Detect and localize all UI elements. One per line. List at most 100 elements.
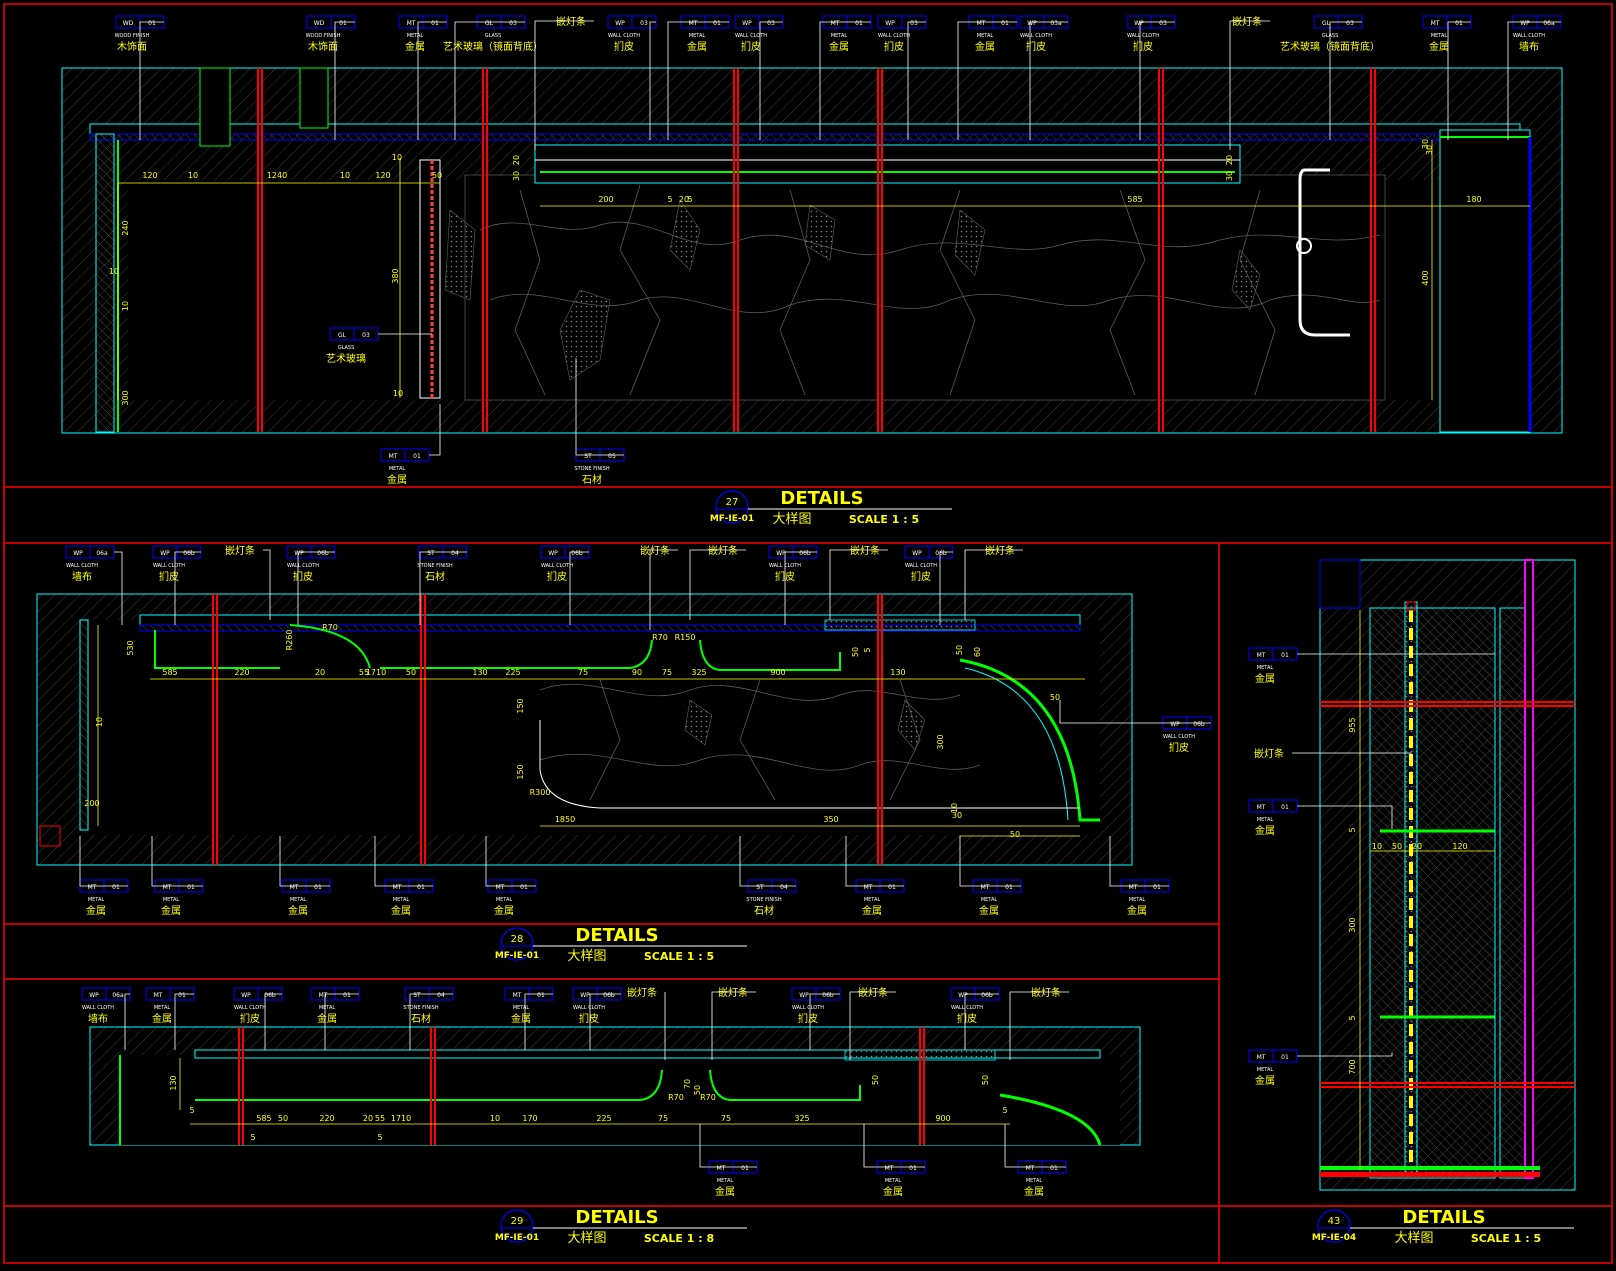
dimension-value: 240 <box>121 220 130 235</box>
tag-code: MT <box>407 20 416 27</box>
dimension-value: 30 <box>1425 145 1434 155</box>
dimension-value: 50 <box>693 1085 702 1095</box>
dimension-value: 5 <box>687 195 692 204</box>
tag-number: 01 <box>1281 804 1289 811</box>
tag-number: 06b <box>981 992 993 999</box>
dimension-value: 50 <box>851 647 860 657</box>
tag-number: 01 <box>431 20 439 27</box>
dimension-value: 50 <box>432 171 442 180</box>
tag-chinese: 扪皮 <box>159 570 179 583</box>
tag-number: 06b <box>571 550 583 557</box>
tag-english: METAL <box>389 466 406 472</box>
tag-english: STONE FINISH <box>403 1005 438 1011</box>
light-strip-label: 嵌灯条 <box>964 544 1023 620</box>
light-strip-label: 嵌灯条 <box>1009 986 1069 1060</box>
tag-number: 03 <box>767 20 775 27</box>
tag-english: METAL <box>864 897 881 903</box>
dimension-value: 75 <box>662 668 672 677</box>
tag-english: STONE FINISH <box>746 897 781 903</box>
detail-number: 27 <box>726 497 739 508</box>
tag-number: 01 <box>1001 20 1009 27</box>
tag-code: MT <box>885 1165 894 1172</box>
tag-number: 06b <box>799 550 811 557</box>
dimension-value: 50 <box>278 1114 288 1123</box>
tag-code: MT <box>1026 1165 1035 1172</box>
light-strip-label: 嵌灯条 <box>1254 747 1412 760</box>
tag-chinese: 金属 <box>391 904 411 917</box>
dimension-value: 700 <box>1348 1059 1357 1074</box>
tag-code: GL <box>1322 20 1331 27</box>
tag-number: 04 <box>437 992 445 999</box>
tag-number: 01 <box>909 1165 917 1172</box>
tag-chinese: 扪皮 <box>293 570 313 583</box>
tag-number: 03 <box>509 20 517 27</box>
tag-code: WD <box>314 20 325 27</box>
dimension-value: 350 <box>823 815 838 824</box>
tag-chinese: 石材 <box>754 904 774 917</box>
tag-code: ST <box>584 453 592 460</box>
tag-number: 06a <box>112 992 124 999</box>
dimension-value: 5 <box>863 647 872 652</box>
sheet-frame <box>3 3 1613 1264</box>
tag-chinese: 扪皮 <box>1026 40 1046 53</box>
dimension-value: 1240 <box>267 171 287 180</box>
tag-english: WALL CLOTH <box>573 1005 605 1011</box>
tag-number: 01 <box>741 1165 749 1172</box>
tag-number: 01 <box>1005 884 1013 891</box>
tag-number: 01 <box>343 992 351 999</box>
tag-english: WALL CLOTH <box>951 1005 983 1011</box>
tag-chinese: 扪皮 <box>240 1012 260 1025</box>
tag-code: MT <box>154 992 163 999</box>
light-strip-label: 嵌灯条 <box>627 986 666 1060</box>
dimension-value: 150 <box>516 698 525 713</box>
tag-chinese: 艺术玻璃（镜面背底） <box>443 40 543 53</box>
tag-english: GLASS <box>485 33 502 39</box>
light-strip-label: 嵌灯条 <box>858 986 888 999</box>
tag-english: WOOD FINISH <box>306 33 341 39</box>
light-strip-label: 嵌灯条 <box>718 986 748 999</box>
dimension-value: 900 <box>935 1114 950 1123</box>
dimension-value: 225 <box>505 668 520 677</box>
dimension-value: 50 <box>406 668 416 677</box>
tag-english: WALL CLOTH <box>66 563 98 569</box>
tag-english: WALL CLOTH <box>82 1005 114 1011</box>
dimension-value: 75 <box>721 1114 731 1123</box>
tag-english: STONE FINISH <box>417 563 452 569</box>
tag-code: MT <box>977 20 986 27</box>
tag-code: MT <box>88 884 97 891</box>
tag-chinese: 金属 <box>494 904 514 917</box>
tag-chinese: 扪皮 <box>1169 741 1189 754</box>
tag-code: WP <box>160 550 170 557</box>
detail-scale: SCALE 1 : 5 <box>1471 1232 1541 1245</box>
tag-english: METAL <box>885 1178 902 1184</box>
tag-chinese: 石材 <box>425 570 445 583</box>
tag-number: 01 <box>314 884 322 891</box>
tag-number: 01 <box>1050 1165 1058 1172</box>
tag-number: 03 <box>640 20 648 27</box>
dimension-value: 70 <box>683 1079 692 1089</box>
tag-code: GL <box>485 20 494 27</box>
drawing-reference: MF-IE-01 <box>495 1233 539 1243</box>
tag-code: MT <box>290 884 299 891</box>
tag-code: WD <box>123 20 134 27</box>
dimension-value: 120 <box>1452 842 1467 851</box>
dimension-value: 585 <box>256 1114 271 1123</box>
tag-code: WP <box>799 992 809 999</box>
tag-number: 06b <box>317 550 329 557</box>
dimension-value: 300 <box>936 734 945 749</box>
tag-chinese: 扪皮 <box>798 1012 818 1025</box>
